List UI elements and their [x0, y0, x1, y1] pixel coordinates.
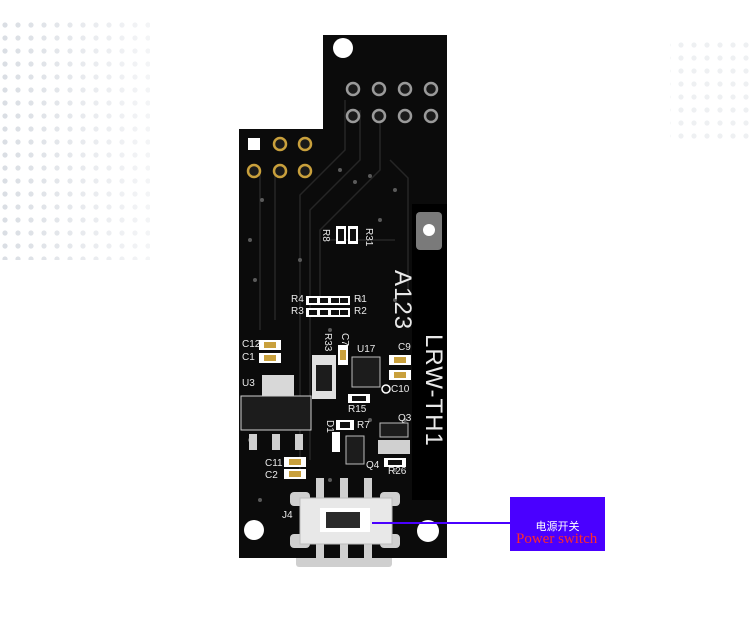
designator-q3: Q3 — [398, 413, 412, 424]
designator-c12: C12 — [242, 339, 261, 350]
designator-r8: R8 — [320, 229, 331, 242]
designator-u17: U17 — [357, 344, 376, 355]
designator-c10: C10 — [391, 384, 410, 395]
callout-label-cn: 电源开关 — [535, 521, 580, 533]
designator-r7: R7 — [357, 420, 370, 431]
designator-d1: D1 — [324, 420, 335, 433]
designator-c11: C11 — [265, 458, 283, 469]
designator-r4: R4 — [291, 294, 304, 305]
designator-r33: R33 — [322, 333, 333, 352]
designator-u3: U3 — [242, 378, 255, 389]
callout-label-en: Power switch — [516, 531, 598, 547]
designator-r2: R2 — [354, 306, 367, 317]
designator-c9: C9 — [398, 342, 411, 353]
board-code-label: A123 — [389, 270, 416, 331]
designator-c7: C7 — [339, 333, 350, 346]
decorative-dots-right — [670, 40, 750, 140]
designator-r31: R31 — [363, 228, 374, 247]
designator-c1: C1 — [242, 352, 255, 363]
designator-j4: J4 — [282, 510, 293, 521]
decorative-dots-left — [0, 20, 150, 260]
designator-r15: R15 — [348, 404, 367, 415]
power-switch-callout: 电源开关 Power switch — [510, 497, 605, 551]
board-model-label: LRW-TH1 — [420, 334, 447, 447]
designator-q4: Q4 — [366, 460, 380, 471]
designator-r3: R3 — [291, 306, 304, 317]
designator-r1: R1 — [354, 294, 367, 305]
designator-c2: C2 — [265, 470, 278, 481]
designator-r26: R26 — [388, 466, 407, 477]
callout-leader-line — [372, 522, 510, 524]
